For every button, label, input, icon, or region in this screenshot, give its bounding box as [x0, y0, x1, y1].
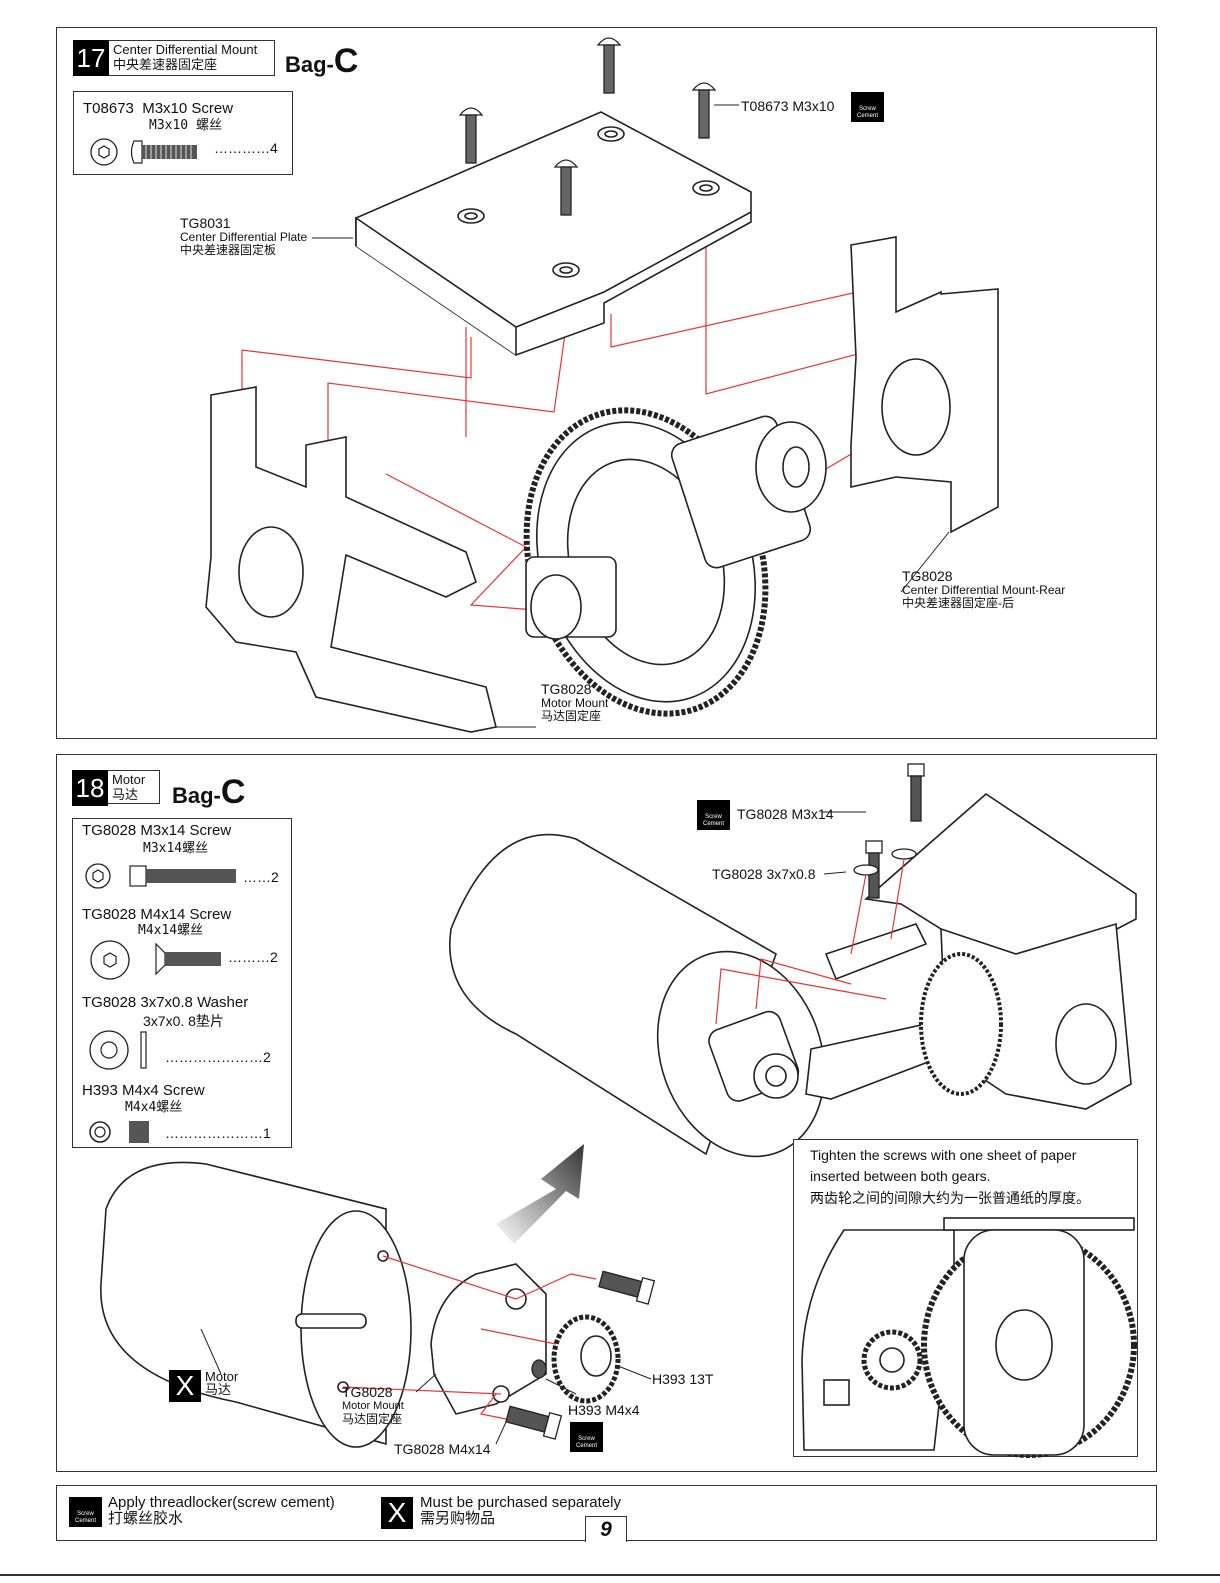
front-motor-mount — [205, 386, 497, 733]
step-17-screw-callout: T08673 M3x10 — [741, 98, 835, 114]
m3x14-screw-icon — [129, 865, 236, 887]
step-17-title-cn: 中央差速器固定座 — [113, 57, 218, 72]
motor-assembled — [449, 833, 826, 1158]
step-17-panel — [56, 27, 1157, 739]
gear-mesh-detail — [801, 1217, 1137, 1458]
lower-leader-lines — [200, 811, 866, 1445]
m3x10-screws — [458, 37, 717, 216]
page-number: 9 — [585, 1516, 627, 1542]
rear-mount-label: TG8028 Center Differential Mount-Rear 中央… — [902, 568, 1066, 610]
parts-code: T08673 M3x10 Screw — [83, 100, 234, 117]
page-bottom-rule — [0, 1574, 1220, 1576]
m4x14-screw-icon — [155, 942, 221, 976]
step-18-title: Motor 马达 — [108, 770, 160, 804]
step-17-parts-box: T08673 M3x10 Screw M3x10 螺丝 …………4 — [73, 91, 293, 175]
step-18-parts-box: TG8028 M3x14 Screw M3x14螺丝 ……2 TG8028 M4… — [72, 818, 292, 1148]
screw-head-icon — [90, 138, 118, 166]
motor-mount-label-18: TG8028 Motor Mount 马达固定座 — [342, 1384, 404, 1426]
purchase-legend-x-icon: X — [381, 1497, 413, 1529]
note-line-2: inserted between both gears. — [810, 1168, 991, 1184]
differential-gear — [523, 407, 827, 717]
lower-guide-lines — [342, 1255, 597, 1420]
motor-label: Motor 马达 — [205, 1369, 239, 1397]
step-18-number: 18 — [72, 770, 108, 806]
setscrew-callout: H393 M4x4 — [568, 1402, 640, 1418]
gear-mesh-note-box: Tighten the screws with one sheet of pap… — [793, 1139, 1138, 1458]
cap-screw-head-icon — [85, 863, 111, 889]
set-screw-icon — [89, 1121, 149, 1143]
must-purchase-x-icon: X — [169, 1370, 201, 1402]
m3x10-screw-icon — [130, 140, 197, 164]
cement-legend-text: Apply threadlocker(screw cement) 打螺丝胶水 — [108, 1494, 335, 1527]
step-17-title: Center Differential Mount 中央差速器固定座 — [109, 40, 275, 76]
m3x14-screws-upper — [853, 763, 925, 899]
leader-lines — [312, 104, 950, 728]
pinion-callout: H393 13T — [652, 1371, 714, 1387]
step-17-title-en: Center Differential Mount — [113, 42, 258, 57]
m3x14-callout: TG8028 M3x14 — [737, 806, 834, 822]
parts-qty: …………4 — [214, 140, 278, 156]
direction-arrow — [496, 1144, 584, 1244]
upper-guide-lines — [715, 858, 905, 1025]
washer-icon — [89, 1030, 147, 1070]
washer-callout: TG8028 3x7x0.8 — [712, 866, 816, 882]
note-line-1: Tighten the screws with one sheet of pap… — [810, 1147, 1077, 1163]
step-17-number: 17 — [73, 40, 109, 76]
center-diff-plate — [355, 111, 752, 356]
plate-label: TG8031 Center Differential Plate 中央差速器固定… — [180, 215, 308, 257]
step-17-diagram — [205, 37, 999, 733]
step-18-bag: Bag-C — [172, 773, 246, 811]
pinion-gear — [551, 1314, 621, 1404]
parts-name-cn: M3x10 螺丝 — [149, 118, 222, 133]
rear-mount — [850, 236, 999, 534]
note-cn: 两齿轮之间的间隙大约为一张普通纸的厚度。 — [810, 1190, 1090, 1206]
step-18-panel — [56, 754, 1157, 1472]
motor-mount-label-17: TG8028 Motor Mount 马达固定座 — [541, 681, 609, 723]
purchase-legend-text: Must be purchased separately 需另购物品 — [420, 1494, 621, 1527]
m4x14-callout: TG8028 M4x14 — [394, 1441, 491, 1457]
flat-screw-head-icon — [90, 940, 130, 980]
step-17-bag: Bag-C — [285, 42, 359, 80]
upper-diff-assembly — [805, 792, 1137, 1110]
step-18-diagram — [100, 763, 1137, 1448]
lower-screws — [505, 1270, 656, 1440]
